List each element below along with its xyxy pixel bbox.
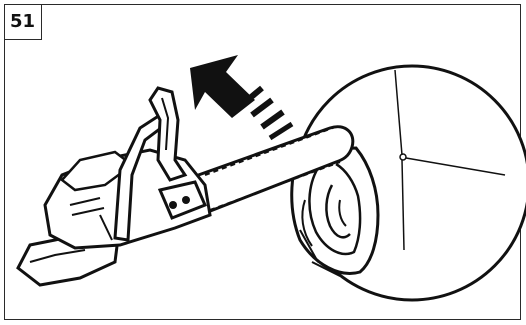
arrow-up-left-icon — [190, 55, 292, 138]
log-icon — [292, 66, 526, 300]
chainsaw-body-icon — [18, 88, 210, 285]
